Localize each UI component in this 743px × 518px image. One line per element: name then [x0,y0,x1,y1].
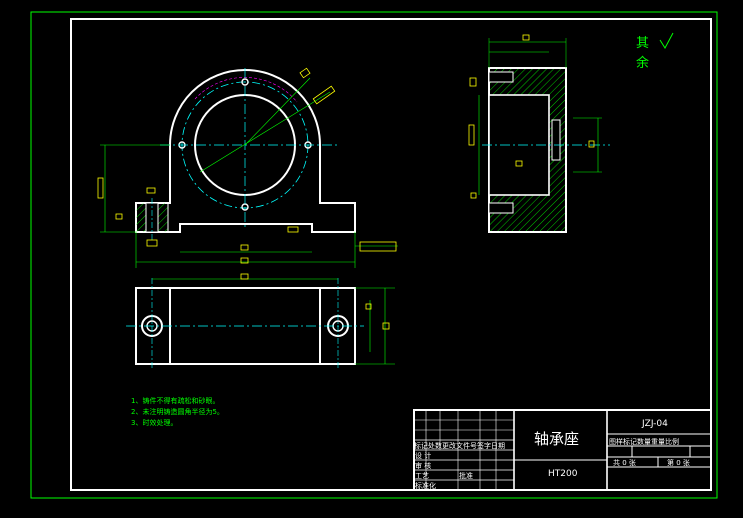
bolt-hole-top [241,78,249,86]
section-view [468,34,610,233]
row-approve: 批准 [459,472,473,480]
revision-header: 标记处数更改文件号签字日期 [414,442,505,450]
part-name: 轴承座 [534,430,580,448]
inner-border [70,18,712,491]
drawing-number: JZJ-04 [642,419,668,429]
header-labels: 图样标记数量重量比例 [609,438,679,446]
sheet-total: 共 0 张 [613,459,636,467]
note-2: 2、未注明铸造圆角半径为5。 [131,408,224,416]
note-1: 1、铸件不得有疏松和砂眼。 [131,397,220,405]
row-craft: 工艺 [415,472,429,480]
title-block [413,409,712,491]
row-check: 审 核 [415,462,432,470]
note-3: 3、时效处理。 [131,419,178,427]
outer-frame [30,11,718,499]
sheet-current: 第 0 张 [667,459,690,467]
roughness-label: 其 余 [636,36,656,71]
row-standard: 标准化 [415,482,436,490]
hidden-arc [194,77,298,103]
roughness-check-icon [659,32,674,49]
front-view-outline [135,69,356,233]
row-design: 设 计 [415,452,432,460]
top-view [126,273,395,370]
front-view [97,67,398,268]
material: HT200 [548,469,578,479]
